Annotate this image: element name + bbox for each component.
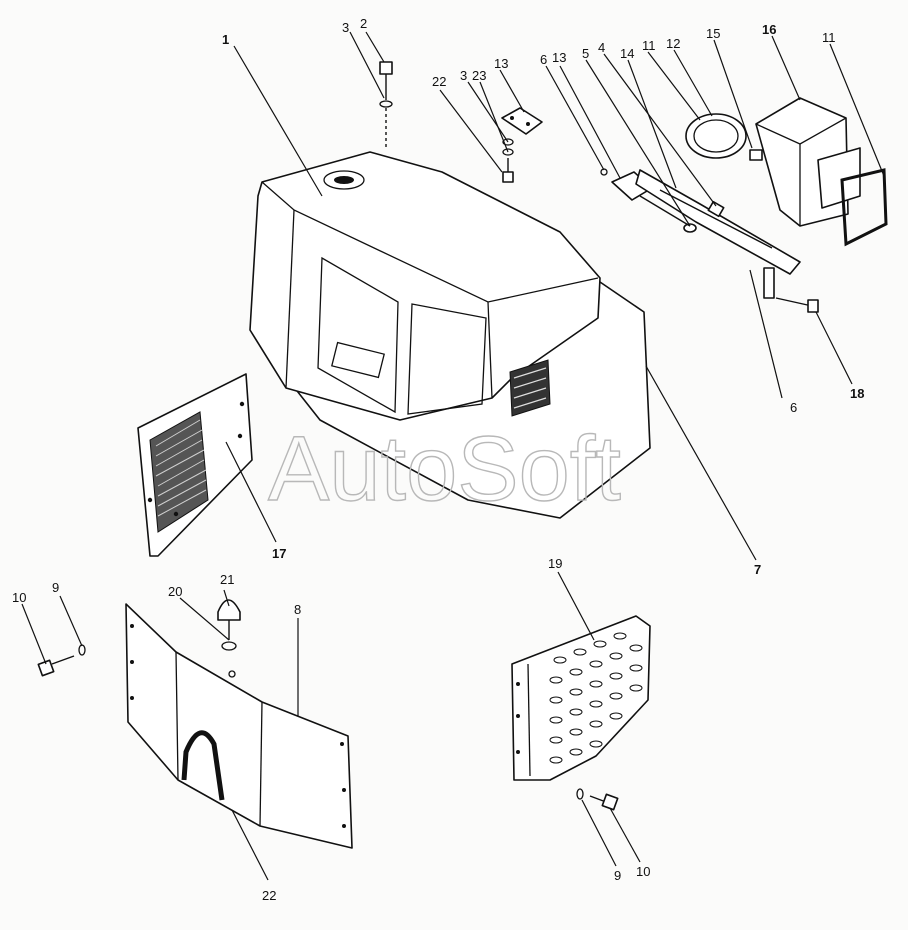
callout-13: 13 xyxy=(552,50,566,65)
callout-9: 9 xyxy=(614,868,621,883)
bolt-10-left xyxy=(37,644,86,677)
filler-cap-center xyxy=(334,176,354,184)
knob-21 xyxy=(217,599,241,678)
callout-6: 6 xyxy=(540,52,547,67)
callout-19: 19 xyxy=(548,556,562,571)
hood-handle-slot xyxy=(331,341,385,379)
callout-20: 20 xyxy=(168,584,182,599)
hood-front-panel-right xyxy=(407,303,487,415)
callout-17: 17 xyxy=(272,546,286,561)
callout-21: 21 xyxy=(220,572,234,587)
panel-cutout xyxy=(181,730,225,801)
hood-assembly xyxy=(249,151,651,519)
callout-6: 6 xyxy=(790,400,797,415)
lower-front-panel-8 xyxy=(125,603,353,849)
hood-left-crease xyxy=(285,209,295,389)
callout-10: 10 xyxy=(12,590,26,605)
callout-7: 7 xyxy=(754,562,761,577)
callout-13: 13 xyxy=(494,56,508,71)
callout-12: 12 xyxy=(666,36,680,51)
callout-16: 16 xyxy=(762,22,776,37)
callout-18: 18 xyxy=(850,386,864,401)
air-intake-duct xyxy=(685,97,888,247)
hinge-bracket-13-left xyxy=(501,107,543,183)
callout-2: 2 xyxy=(360,16,367,31)
callout-3: 3 xyxy=(342,20,349,35)
bolt-10-right xyxy=(576,788,619,811)
side-vent-mesh-lines xyxy=(513,367,547,409)
callout-9: 9 xyxy=(52,580,59,595)
callout-8: 8 xyxy=(294,602,301,617)
hood-right-crease xyxy=(487,301,493,399)
callout-3: 3 xyxy=(460,68,467,83)
side-vent-mesh xyxy=(509,359,551,417)
leader-lines xyxy=(21,31,885,881)
hood-front-panel-left xyxy=(317,256,399,414)
callout-23: 23 xyxy=(472,68,486,83)
callout-14: 14 xyxy=(620,46,634,61)
duct-seal-11 xyxy=(840,168,888,247)
perforation-pattern xyxy=(549,632,643,764)
hinge-rod-assembly xyxy=(600,168,819,313)
callout-1: 1 xyxy=(222,32,229,47)
watermark: AutoSoft xyxy=(268,418,621,520)
callout-22: 22 xyxy=(432,74,446,89)
callout-11: 11 xyxy=(642,38,656,53)
side-grille-panel-17 xyxy=(137,373,253,557)
callout-labels: 1 2 3 3 22 23 13 6 13 5 4 14 11 12 15 16… xyxy=(12,16,864,903)
filler-cap xyxy=(323,170,365,190)
bolt-2 xyxy=(379,61,393,150)
callout-15: 15 xyxy=(706,26,720,41)
callout-10: 10 xyxy=(636,864,650,879)
callout-11: 11 xyxy=(822,30,836,45)
callout-4: 4 xyxy=(598,40,605,55)
callout-5: 5 xyxy=(582,46,589,61)
perforated-panel-19 xyxy=(511,615,651,781)
callout-22: 22 xyxy=(262,888,276,903)
hood-top-edge xyxy=(261,181,599,303)
